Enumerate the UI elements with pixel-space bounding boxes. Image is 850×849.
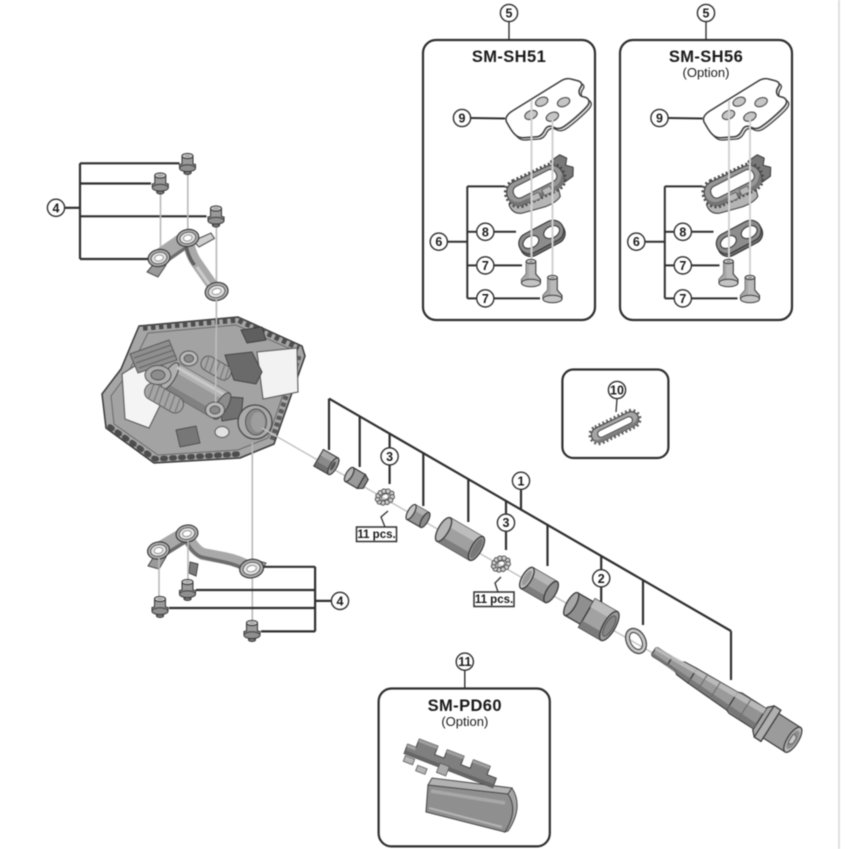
svg-text:(Option): (Option) (683, 65, 730, 80)
svg-text:4: 4 (53, 201, 60, 215)
svg-text:5: 5 (703, 7, 710, 21)
svg-text:11 pcs.: 11 pcs. (475, 594, 513, 606)
svg-text:11 pcs.: 11 pcs. (357, 529, 395, 541)
svg-text:SM-PD60: SM-PD60 (428, 697, 502, 715)
svg-text:10: 10 (610, 384, 624, 398)
svg-text:3: 3 (503, 516, 510, 530)
svg-text:3: 3 (386, 450, 393, 464)
svg-text:SM-SH56: SM-SH56 (669, 48, 743, 66)
svg-text:5: 5 (506, 7, 513, 21)
svg-text:SM-SH51: SM-SH51 (472, 48, 546, 66)
svg-text:4: 4 (337, 594, 344, 608)
svg-text:2: 2 (598, 572, 605, 586)
svg-text:11: 11 (458, 655, 471, 669)
svg-text:(Option): (Option) (441, 714, 488, 729)
svg-text:1: 1 (518, 474, 525, 488)
